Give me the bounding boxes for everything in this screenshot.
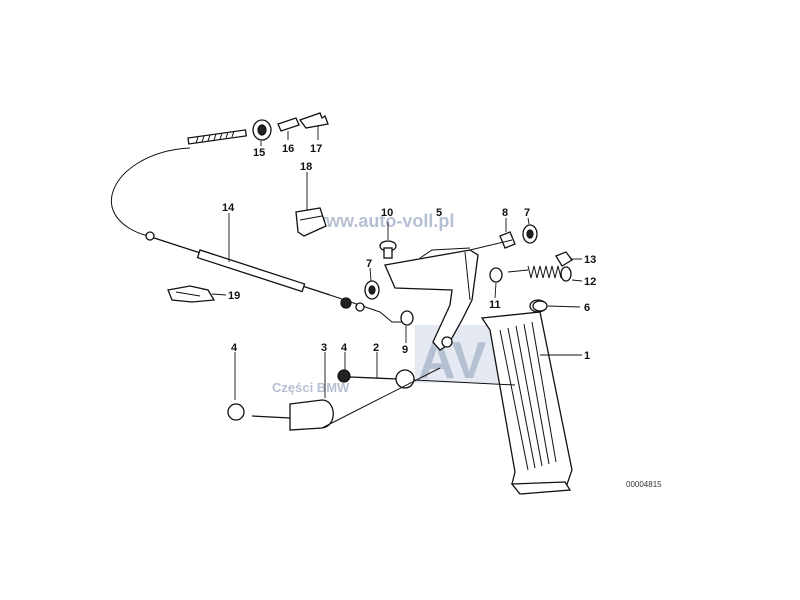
- cable-end-parts: [187, 112, 329, 145]
- washer-6: [532, 300, 548, 312]
- part-labels: 1 2 3 4 4 5 6 7 7 8 9 10 11 12 13 14 15 …: [222, 143, 596, 362]
- label-part-13: 13: [584, 254, 596, 266]
- label-part-16: 16: [282, 143, 294, 155]
- label-part-4b: 4: [341, 342, 348, 354]
- pin-16: [277, 117, 300, 132]
- accelerator-cable: [110, 147, 410, 323]
- nut-4a: [227, 403, 245, 421]
- clip-18: [295, 207, 327, 237]
- leader-lines: [211, 126, 583, 400]
- watermark-url: www.auto-voll.pl: [311, 211, 454, 231]
- label-part-8: 8: [502, 207, 508, 219]
- bushing-9: [400, 310, 414, 326]
- label-part-4a: 4: [231, 342, 238, 354]
- screw-10: [379, 240, 397, 259]
- nut-4b: [337, 369, 351, 383]
- label-part-7b: 7: [524, 207, 530, 219]
- label-part-15: 15: [253, 147, 265, 159]
- label-part-18: 18: [300, 161, 312, 173]
- accelerator-pedal: [480, 299, 573, 495]
- label-part-3: 3: [321, 342, 327, 354]
- label-part-9: 9: [402, 344, 408, 356]
- label-part-12: 12: [584, 276, 596, 288]
- cap-13: [555, 251, 573, 267]
- label-part-6: 6: [584, 302, 590, 314]
- label-part-5: 5: [436, 207, 442, 219]
- label-part-7a: 7: [366, 258, 372, 270]
- label-part-1: 1: [584, 350, 590, 362]
- clip-19: [167, 285, 216, 303]
- clip-8: [499, 231, 516, 249]
- image-code: 00004815: [626, 480, 662, 489]
- label-part-11: 11: [489, 299, 501, 311]
- label-part-19: 19: [228, 290, 240, 302]
- label-part-10: 10: [381, 207, 393, 219]
- label-part-17: 17: [310, 143, 322, 155]
- bolt-17: [298, 112, 329, 129]
- stop-screw-assembly: [227, 367, 516, 431]
- bushings: [364, 224, 538, 326]
- spring-12: [507, 265, 572, 282]
- bushing-11: [489, 267, 503, 283]
- label-part-14: 14: [222, 202, 235, 214]
- watermark-caption: Części BMW: [272, 380, 350, 395]
- pedal-bracket: [384, 247, 479, 351]
- label-part-2: 2: [373, 342, 379, 354]
- screw-2: [349, 376, 399, 380]
- watermark: AV www.auto-voll.pl Części BMW: [272, 211, 515, 395]
